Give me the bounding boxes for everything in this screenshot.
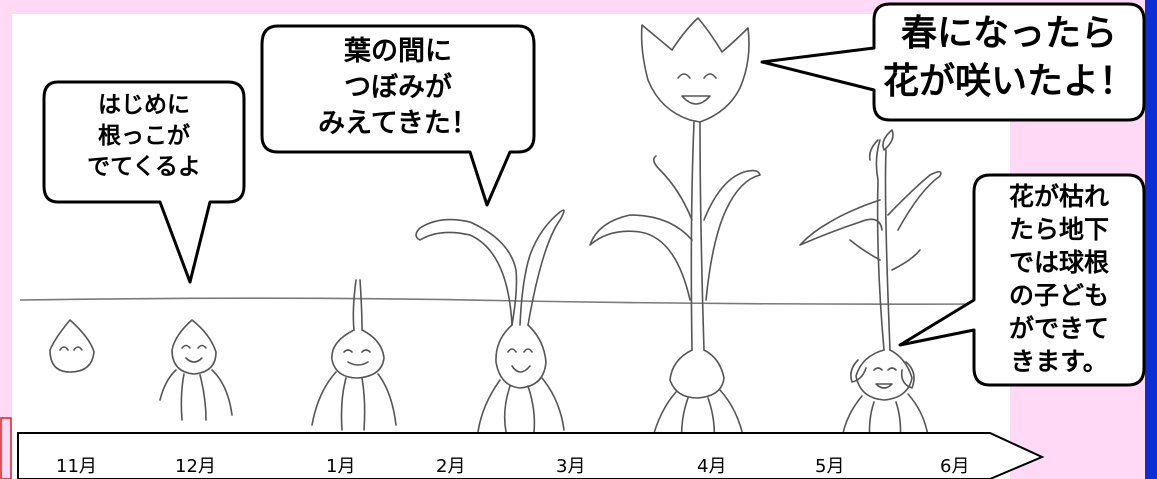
bubble-4-line-6: きます。 <box>1010 347 1108 376</box>
bulb-january <box>311 279 397 431</box>
ground-line <box>19 297 1001 305</box>
bubble-1-line-2: 根っこが <box>98 123 190 149</box>
speech-bubble-4-shape <box>898 173 1146 387</box>
bubble-2-line-3: みえてきた！ <box>318 108 478 139</box>
month-label-may: 5月 <box>815 456 845 477</box>
speech-bubble-3: 春になったら 花が咲いたよ！ <box>880 10 1138 106</box>
plant-february <box>415 209 565 433</box>
red-corner-mark <box>0 417 12 479</box>
top-frame-band <box>0 0 1157 14</box>
left-frame-band <box>0 0 12 479</box>
bubble-2-line-2: つぼみが <box>344 72 452 103</box>
month-label-mar: 3月 <box>556 456 586 477</box>
dried-plant-may-june <box>799 129 942 441</box>
tulip-april <box>589 17 761 446</box>
bubble-4-line-5: ができて <box>1008 314 1109 343</box>
bubble-4-line-3: では球根 <box>1008 248 1109 277</box>
month-label-jun: 6月 <box>940 456 970 477</box>
speech-bubble-1-shape <box>42 80 246 284</box>
speech-bubble-1: はじめに 根っこが でてくるよ <box>52 90 236 183</box>
month-label-nov: 11月 <box>56 456 97 477</box>
bubble-4-line-1: 花が枯れ <box>1008 182 1109 211</box>
timeline-arrow <box>17 432 1045 479</box>
speech-bubble-4: 花が枯れ たら地下 では球根 の子ども ができて きます。 <box>980 180 1138 378</box>
bubble-1-line-3: でてくるよ <box>87 154 201 180</box>
month-label-feb: 2月 <box>436 456 466 477</box>
speech-bubble-2: 葉の間に つぼみが みえてきた！ <box>268 34 528 142</box>
right-blue-edge <box>1145 0 1157 479</box>
bubble-1-line-1: はじめに <box>98 92 190 118</box>
bubble-4-line-2: たら地下 <box>1008 215 1109 244</box>
bubble-3-line-1: 春になったら <box>900 13 1117 54</box>
bulb-december <box>159 319 233 421</box>
speech-bubble-2-shape <box>260 24 536 207</box>
month-label-dec: 12月 <box>175 456 216 477</box>
speech-bubble-3-shape <box>760 2 1146 122</box>
month-label-jan: 1月 <box>326 456 356 477</box>
month-label-apr: 4月 <box>697 456 727 477</box>
bubble-4-line-4: の子ども <box>1008 281 1109 310</box>
bubble-3-line-2: 花が咲いたよ！ <box>882 61 1135 102</box>
bubble-2-line-1: 葉の間に <box>344 36 452 67</box>
bulb-november <box>49 319 95 373</box>
